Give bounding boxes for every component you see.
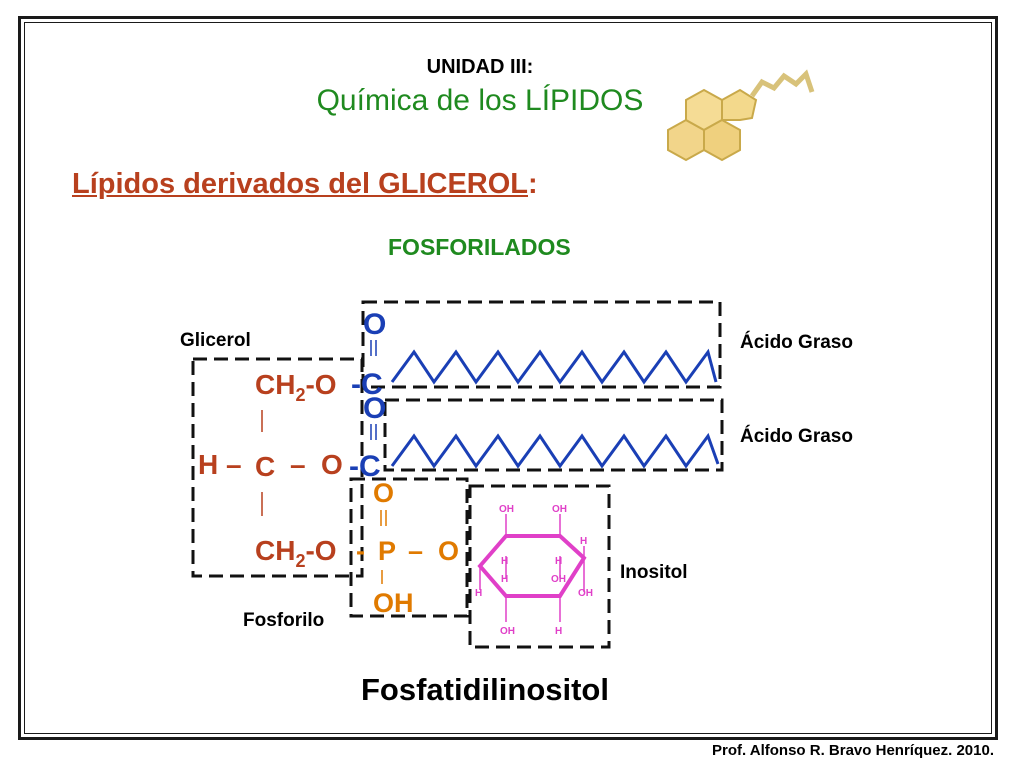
ring-oh-2: OH xyxy=(552,504,567,515)
ring-h-3: H xyxy=(555,556,562,567)
steroid-logo-icon xyxy=(667,69,815,162)
phosphorus-p: P xyxy=(378,536,396,566)
dash-h-c: – xyxy=(226,449,242,480)
inositol-box xyxy=(468,484,611,649)
dash-p-o: – xyxy=(408,536,423,566)
ch2o-bottom: CH2-O xyxy=(255,535,337,571)
dash-o-p: - xyxy=(356,536,365,566)
ring-h-5: H xyxy=(475,588,482,599)
fatty-acid-chain-2 xyxy=(390,432,720,469)
label-fosforilo: Fosforilo xyxy=(243,610,325,631)
phosphate-o-top: O xyxy=(373,478,394,508)
hydrogen-h: H xyxy=(198,449,218,480)
slide-inner-border xyxy=(24,22,992,734)
page-title: Química de los LÍPIDOS xyxy=(316,84,644,117)
diagram-caption: Fosfatidilinositol xyxy=(361,672,609,707)
fatty-acid-chain-1 xyxy=(390,348,718,385)
central-c: C xyxy=(255,451,275,482)
slide-outer-border xyxy=(18,16,998,740)
ring-h-4: H xyxy=(501,574,508,585)
dash-c-o: – xyxy=(290,449,306,480)
subtitle-colon: : xyxy=(528,168,538,200)
unit-heading: UNIDAD III: xyxy=(426,56,534,78)
middle-o: O xyxy=(321,449,343,480)
carbonyl-o-middle: O xyxy=(363,392,386,425)
ester-c-top: -C xyxy=(351,368,383,401)
label-inositol: Inositol xyxy=(620,562,688,583)
ester-c-middle: -C xyxy=(349,450,381,483)
ch2o-top: CH2-O xyxy=(255,369,337,405)
ring-oh-1: OH xyxy=(499,504,514,515)
label-acido-graso-2: Ácido Graso xyxy=(740,426,853,447)
phosphate-oh: OH xyxy=(373,588,414,618)
carbonyl-o-top: O xyxy=(363,308,386,341)
acido-graso-2-box xyxy=(383,398,724,472)
ring-oh-4: OH xyxy=(578,588,593,599)
double-bond-marks xyxy=(370,340,377,440)
glicerol-box xyxy=(191,357,364,578)
phosphate-double-bond xyxy=(380,510,387,584)
section-subtitle: Lípidos derivados del GLICEROL: xyxy=(72,168,538,201)
subtitle-text: Lípidos derivados del GLICEROL xyxy=(72,168,528,200)
ring-h-2: H xyxy=(501,556,508,567)
ring-oh-3: OH xyxy=(551,574,566,585)
category-heading: FOSFORILADOS xyxy=(388,234,571,260)
inositol-ring: OH OH H H H H OH H OH OH H xyxy=(475,504,593,637)
author-credit: Prof. Alfonso R. Bravo Henríquez. 2010. xyxy=(711,742,994,759)
acido-graso-1-box xyxy=(361,300,722,389)
ring-h-1: H xyxy=(580,536,587,547)
phosphate-o-right: O xyxy=(438,536,459,566)
label-glicerol: Glicerol xyxy=(180,330,251,351)
label-acido-graso-1: Ácido Graso xyxy=(740,332,853,353)
ring-h-6: H xyxy=(555,626,562,637)
ring-oh-5: OH xyxy=(500,626,515,637)
